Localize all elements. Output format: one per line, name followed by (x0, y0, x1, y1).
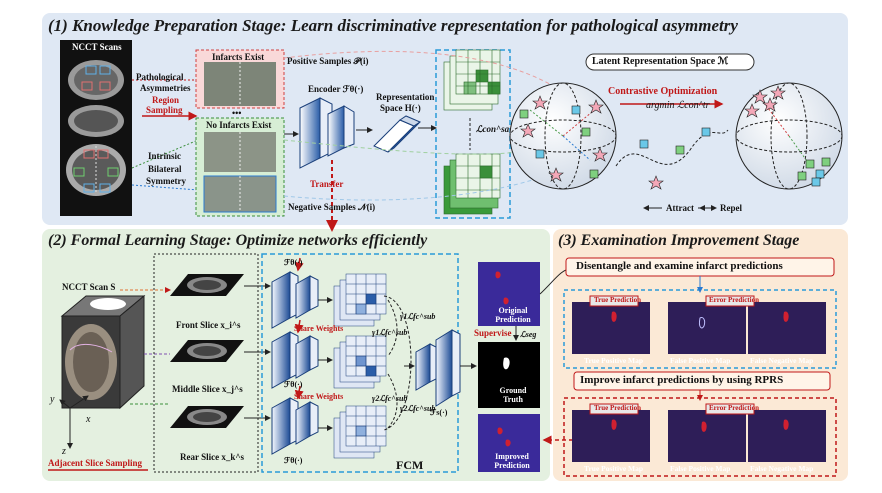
representation-vector (373, 115, 422, 153)
infarcts-exist-label: Infarcts Exist (212, 52, 265, 62)
tp-map-2 (572, 410, 650, 462)
asymmetries-label: Asymmetries (140, 83, 191, 93)
front-slice-label: Front Slice x_i^s (176, 320, 241, 330)
feature-grid-rear (333, 405, 387, 459)
f-theta-1: ℱθ(·) (284, 258, 303, 267)
axis-x: x (86, 414, 91, 425)
brain-scan-3 (66, 144, 126, 196)
latent-sphere-left (509, 82, 617, 190)
axis-y: y (50, 394, 55, 405)
gamma-bot-label: γ2ℒfc^sub (400, 404, 436, 413)
stage2-title: (2) Formal Learning Stage: Optimize netw… (48, 232, 428, 249)
decoder-fs (415, 329, 461, 407)
fcm-label: FCM (396, 458, 424, 472)
fn-map-1 (748, 302, 826, 354)
encoder-stack-middle (271, 331, 319, 389)
error-pred-label-1: Error Prediction (709, 296, 759, 304)
intrinsic-label: Intrinsic (148, 151, 182, 161)
rep-space-label-2: Space H(·) (380, 103, 421, 113)
region-label: Region (152, 95, 179, 105)
improve-label: Improve infarct predictions by using RPR… (580, 374, 784, 386)
dots-2: ••• (88, 208, 98, 218)
feature-grid-front (333, 273, 387, 327)
ncct-scans-label: NCCT Scans (72, 42, 122, 52)
f-s-label: ℱs(·) (430, 408, 448, 417)
bilateral-label: Bilateral (148, 164, 182, 174)
stage3-title: (3) Examination Improvement Stage (558, 232, 800, 249)
encoder-cubes (299, 97, 355, 169)
latent-sphere-right (735, 82, 843, 190)
supervise-label: Supervise (474, 328, 512, 338)
stage1-title: (1) Knowledge Preparation Stage: Learn d… (48, 16, 738, 35)
feature-grid-middle (333, 335, 387, 389)
negative-samples-label: Negative Samples 𝒩(i) (288, 202, 376, 212)
f-theta-3: ℱθ(·) (284, 456, 303, 465)
axis-z: z (62, 446, 66, 457)
error-pred-label-2: Error Prediction (709, 404, 759, 412)
fp-map-label-2: False Positive Map (670, 464, 731, 473)
disentangle-label: Disentangle and examine infarct predicti… (576, 260, 783, 272)
ncct-scan-s-label: NCCT Scan S (62, 282, 116, 292)
fn-map-label-2: False Negative Map (750, 464, 814, 473)
front-slice (170, 274, 244, 296)
feature-grid-top (443, 49, 501, 111)
no-infarcts-exist-label: No Infarcts Exist (206, 120, 272, 130)
tp-map-1 (572, 302, 650, 354)
adjacent-label: Adjacent Slice Sampling (48, 458, 143, 468)
feature-grid-bottom (443, 153, 501, 215)
ground-truth-img (478, 342, 540, 408)
loss-sa-label: ℒcon^sa (476, 124, 510, 134)
attract-label: Attract (666, 203, 694, 213)
fn-map-label-1: False Negative Map (750, 356, 814, 365)
fp-map-1 (668, 302, 746, 354)
gamma-1-label: γ1ℒfc^sub (372, 328, 408, 337)
gamma-top-label: γ1ℒfc^sub (400, 312, 436, 321)
positive-samples-label: Positive Samples 𝒫(i) (287, 56, 369, 66)
dots-1: ••• (232, 108, 242, 118)
encoder-stack-front (271, 271, 319, 329)
rep-space-label-1: Representation (376, 92, 435, 102)
tp-map-label-1: True Positive Map (584, 356, 644, 365)
brain-scan-2 (68, 105, 124, 137)
fp-map-2 (668, 410, 746, 462)
encoder-label: Encoder ℱθ(·) (308, 84, 364, 94)
tp-map-label-2: True Positive Map (584, 464, 644, 473)
sampling-label: Sampling (146, 105, 183, 115)
ncct-3d-cube (60, 294, 146, 410)
rear-slice (170, 406, 244, 428)
middle-slice (170, 340, 244, 362)
improved-prediction-label: Improved Prediction (494, 452, 530, 470)
brain-scan-1 (68, 60, 124, 100)
share-weights-1: Share Weights (294, 324, 344, 333)
ground-truth-label: Ground Truth (499, 386, 527, 404)
transfer-label: Transfer (310, 179, 344, 189)
share-weights-2: Share Weights (294, 392, 344, 401)
symmetry-label: Symmetry (146, 176, 186, 186)
f-theta-2: ℱθ(·) (284, 380, 303, 389)
fn-map-2 (748, 410, 826, 462)
middle-slice-label: Middle Slice x_j^s (172, 384, 243, 394)
true-pred-label-2: True Prediction (594, 404, 641, 412)
argmin-label: argmin ℒcon^tr (646, 100, 710, 111)
rear-slice-label: Rear Slice x_k^s (180, 452, 245, 462)
lseg-label: ℒseg (520, 330, 537, 339)
latent-space-label: Latent Representation Space ℳ (592, 56, 729, 67)
original-prediction-img (478, 262, 540, 326)
original-prediction-label: Original Prediction (495, 306, 531, 324)
repel-label: Repel (720, 203, 742, 213)
embedding-markers (519, 85, 831, 187)
encoder-stack-rear (271, 397, 319, 455)
fp-map-label-1: False Positive Map (670, 356, 731, 365)
contrastive-label: Contrastive Optimization (608, 86, 718, 97)
pathological-label: Pathological (136, 72, 184, 82)
gamma-2-label: γ2ℒfc^sub (372, 394, 408, 403)
true-pred-label-1: True Prediction (594, 296, 641, 304)
